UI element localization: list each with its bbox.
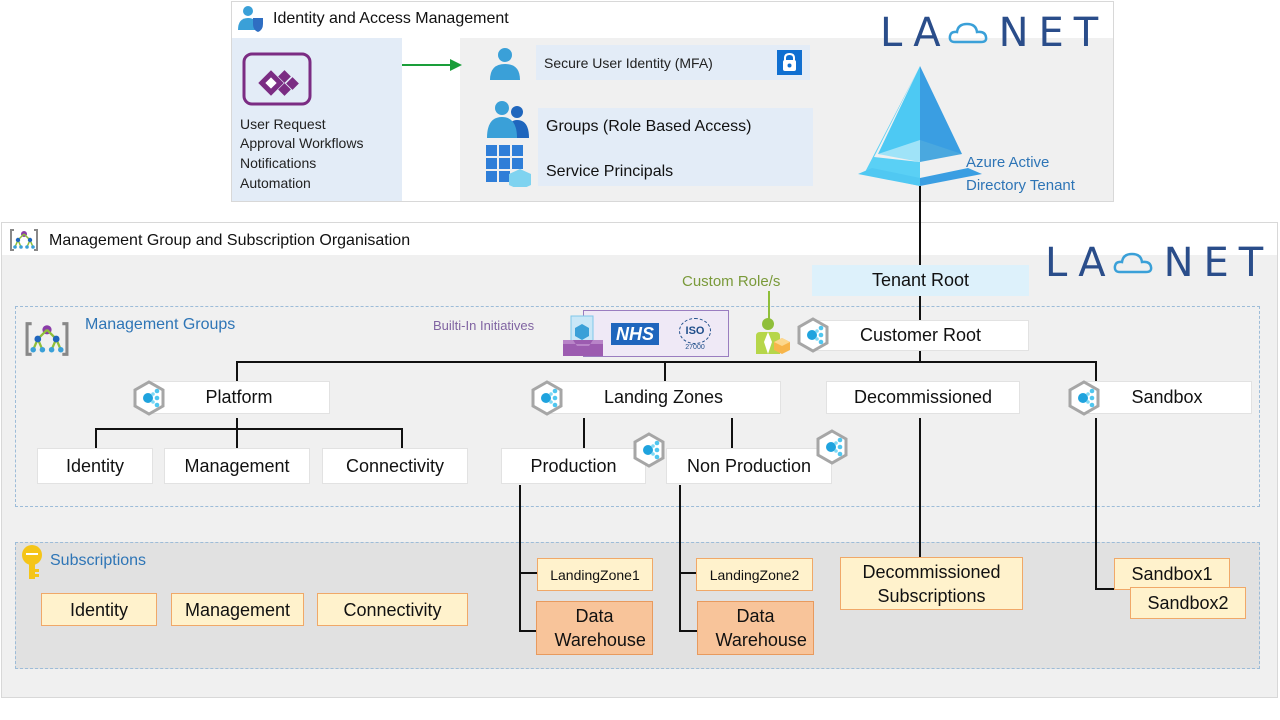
connector-line [1095,418,1097,590]
laonet-logo: LA NET [880,10,1109,56]
key-icon [22,545,42,579]
subscription-data-warehouse-prod[interactable]: Data Warehouse [536,601,653,655]
mg-identity-node[interactable]: Identity [37,448,153,484]
builtin-initiatives-label: Builti-In Initiatives [433,318,535,333]
management-group-hex-icon [816,429,848,465]
cloud-icon [948,22,987,44]
connector-line [664,361,666,381]
connector-line [236,361,1096,363]
connector-line [95,428,97,448]
connector-line [236,418,238,448]
connector-line [519,485,521,632]
iso-badge: ISO 27000 [677,318,713,354]
connector-line [919,418,921,558]
subscription-landingzone1[interactable]: LandingZone1 [537,558,653,591]
management-groups-box [15,306,1260,507]
power-automate-icon [242,52,312,106]
iam-title: Identity and Access Management [273,10,509,27]
groups-box [538,108,813,186]
connector-line [1095,361,1097,381]
subscriptions-label: Subscriptions [50,552,147,569]
nhs-badge: NHS [611,323,659,345]
service-principals-label: Service Principals [546,163,674,180]
subscription-connectivity[interactable]: Connectivity [317,593,468,626]
management-group-hex-icon [797,317,829,353]
management-group-hex-icon [531,380,563,416]
secure-identity-box [536,45,810,80]
connector-line [401,428,403,448]
subscription-data-warehouse-nonprod[interactable]: Data Warehouse [697,601,814,655]
lock-icon [777,50,802,75]
mg-management-node[interactable]: Management [164,448,310,484]
connector-line [919,296,921,320]
subscription-identity[interactable]: Identity [41,593,157,626]
laonet-logo-2: LA NET [1045,240,1274,286]
management-groups-icon [25,322,69,356]
mg-platform-node[interactable]: Platform [148,381,330,414]
connector-line [95,428,403,430]
mg-landing-zones-node[interactable]: Landing Zones [546,381,781,414]
management-group-hex-icon [133,380,165,416]
iso-circle: ISO [679,318,711,344]
connector-line [583,418,585,448]
connector-line [679,485,681,632]
management-group-hex-icon [1068,380,1100,416]
azure-ad-icon [858,66,982,186]
custom-roles-label: Custom Role/s [682,273,781,290]
mg-connectivity-node[interactable]: Connectivity [322,448,468,484]
connector-line [519,572,539,574]
connector-line [919,350,921,362]
group-icon [487,101,529,138]
connector-line [236,361,238,381]
aad-label-line1: Azure Active [966,154,1050,171]
workflow-item: Automation [240,175,311,191]
connector-line [519,630,539,632]
customer-root-node[interactable]: Customer Root [812,320,1029,351]
policy-icon [563,315,603,356]
subscription-sandbox2[interactable]: Sandbox2 [1130,587,1246,619]
management-groups-label: Management Groups [85,316,236,333]
management-group-icon [10,229,38,251]
connector-line [679,572,699,574]
cloud-icon [1113,252,1152,274]
connector-line [919,186,921,266]
iam-user-shield-icon [238,6,263,32]
subscription-landingzone2[interactable]: LandingZone2 [696,558,813,591]
user-icon [490,48,520,80]
subscription-sandbox1[interactable]: Sandbox1 [1114,558,1230,590]
tenant-root-node[interactable]: Tenant Root [812,265,1029,296]
iam-workflow-panel [232,38,402,201]
custom-role-connector [768,291,770,323]
mgmt-title: Management Group and Subscription Organi… [49,232,411,249]
mg-production-node[interactable]: Production [501,448,646,484]
aad-label-line2: Directory Tenant [966,177,1075,194]
connector-line [679,630,699,632]
mg-decommissioned-node[interactable]: Decommissioned [826,381,1020,414]
custom-role-icon [756,318,790,354]
workflow-item: Approval Workflows [240,135,364,151]
management-group-hex-icon [633,432,665,468]
subscription-decommissioned[interactable]: Decommissioned Subscriptions [840,557,1023,610]
mgmt-panel-header [2,223,1277,255]
service-principal-icon [486,145,531,187]
connector-line [1095,588,1115,590]
mg-non-production-node[interactable]: Non Production [666,448,832,484]
connector-line [731,418,733,448]
secure-identity-label: Secure User Identity (MFA) [544,55,713,71]
arrow-right-icon [402,59,462,71]
groups-label: Groups (Role Based Access) [546,118,752,135]
workflow-item: Notifications [240,155,317,171]
iso-number: 27000 [685,344,705,351]
workflow-item: User Request [240,116,326,132]
subscription-management[interactable]: Management [171,593,304,626]
mg-sandbox-node[interactable]: Sandbox [1082,381,1252,414]
